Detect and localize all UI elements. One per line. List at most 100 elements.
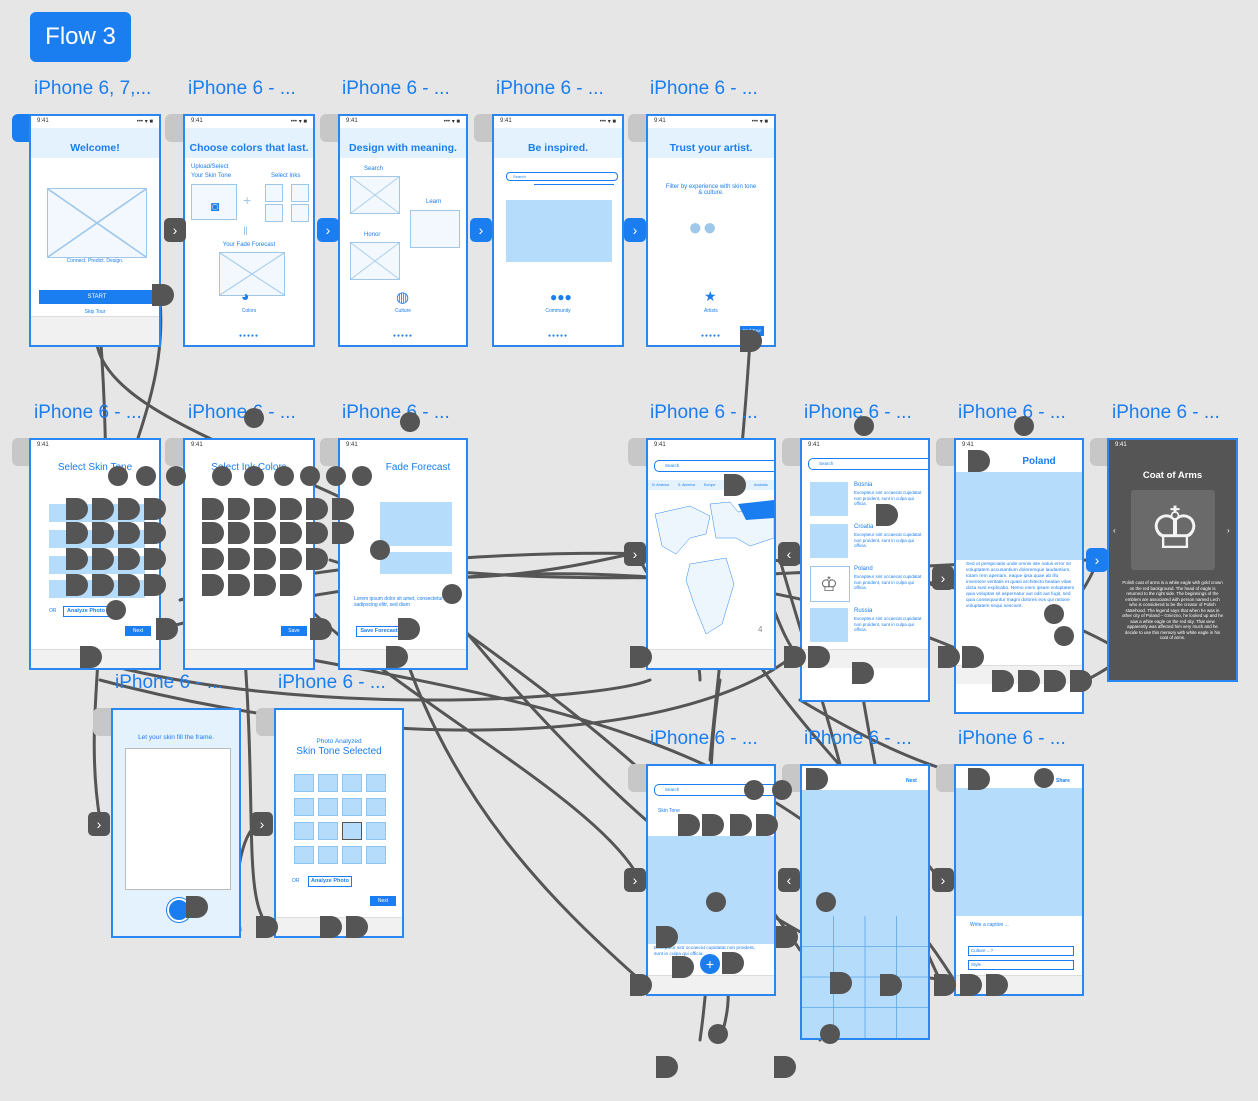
link-knob[interactable] xyxy=(706,892,726,912)
hotspot-connector[interactable] xyxy=(386,646,408,668)
screen-be-inspired[interactable]: 9:41 ••• ▾ ■ Be inspired. Search ●●● Com… xyxy=(492,114,624,347)
link-knob[interactable] xyxy=(300,466,320,486)
hotspot-connector[interactable] xyxy=(202,548,224,570)
hotspot-connector[interactable] xyxy=(630,974,652,996)
link-knob[interactable] xyxy=(820,1024,840,1044)
country-name[interactable]: Croatia xyxy=(854,524,874,530)
hotspot-connector[interactable] xyxy=(1018,670,1040,692)
next-link[interactable]: Next xyxy=(906,778,917,784)
screen-camera[interactable]: Let your skin fill the frame. xyxy=(111,708,241,938)
hotspot-connector[interactable] xyxy=(186,896,208,918)
skin-cell-selected[interactable] xyxy=(342,822,362,840)
flow-arrow-icon[interactable]: › xyxy=(251,812,273,836)
hotspot-connector[interactable] xyxy=(808,646,830,668)
link-knob[interactable] xyxy=(744,780,764,800)
skin-cell[interactable] xyxy=(342,774,362,792)
link-knob[interactable] xyxy=(352,466,372,486)
hotspot-connector[interactable] xyxy=(938,646,960,668)
search-input[interactable]: Search xyxy=(808,458,928,470)
hotspot-connector[interactable] xyxy=(92,574,114,596)
start-button[interactable]: START xyxy=(39,290,155,304)
flow-arrow-icon[interactable]: › xyxy=(470,218,492,242)
hotspot-connector[interactable] xyxy=(880,974,902,996)
artboard-tab[interactable] xyxy=(256,708,274,736)
skin-cell[interactable] xyxy=(318,798,338,816)
link-knob[interactable] xyxy=(166,466,186,486)
flow-arrow-icon[interactable]: › xyxy=(624,218,646,242)
hotspot-connector[interactable] xyxy=(152,284,174,306)
link-knob[interactable] xyxy=(772,780,792,800)
photo-grid[interactable] xyxy=(802,916,928,1038)
screen-poland[interactable]: 9:41 Poland Sed ut perspiciatis unde omn… xyxy=(954,438,1084,714)
link-knob[interactable] xyxy=(442,584,462,604)
hotspot-connector[interactable] xyxy=(332,522,354,544)
link-knob[interactable] xyxy=(274,466,294,486)
artboard-label[interactable]: iPhone 6, 7,... xyxy=(34,78,152,99)
skin-cell[interactable] xyxy=(294,774,314,792)
artboard-label[interactable]: iPhone 6 - ... xyxy=(804,728,912,749)
hotspot-connector[interactable] xyxy=(830,972,852,994)
hotspot-connector[interactable] xyxy=(1044,670,1066,692)
flow-arrow-icon[interactable]: ‹ xyxy=(778,868,800,892)
hotspot-connector[interactable] xyxy=(202,498,224,520)
hotspot-connector[interactable] xyxy=(776,926,798,948)
screen-welcome[interactable]: 9:41 ••• ▾ ■ Welcome! Connect. Predict. … xyxy=(29,114,161,347)
skin-cell[interactable] xyxy=(294,822,314,840)
artboard-label[interactable]: iPhone 6 - ... xyxy=(278,672,386,693)
hotspot-connector[interactable] xyxy=(66,522,88,544)
link-knob[interactable] xyxy=(136,466,156,486)
hotspot-connector[interactable] xyxy=(118,574,140,596)
skin-slider[interactable] xyxy=(534,184,614,185)
link-knob[interactable] xyxy=(370,540,390,560)
link-knob[interactable] xyxy=(1054,626,1074,646)
skin-cell[interactable] xyxy=(366,822,386,840)
skin-cell[interactable] xyxy=(294,798,314,816)
hotspot-connector[interactable] xyxy=(254,574,276,596)
link-knob[interactable] xyxy=(1034,768,1054,788)
hotspot-connector[interactable] xyxy=(968,768,990,790)
artboard-label[interactable]: iPhone 6 - ... xyxy=(958,728,1066,749)
flow-arrow-icon[interactable]: › xyxy=(317,218,339,242)
search-input[interactable]: Search xyxy=(654,460,774,472)
hotspot-connector[interactable] xyxy=(656,926,678,948)
screen-photo-analyzed[interactable]: Photo Analyzed Skin Tone Selected OR Ana… xyxy=(274,708,404,938)
skin-cell[interactable] xyxy=(366,798,386,816)
artboard-tab[interactable] xyxy=(628,764,646,792)
search-input[interactable]: Search xyxy=(506,172,618,181)
artboard-label[interactable]: iPhone 6 - ... xyxy=(115,672,223,693)
artboard-tab[interactable] xyxy=(12,438,30,466)
artboard-tab[interactable] xyxy=(936,438,954,466)
hotspot-connector[interactable] xyxy=(144,498,166,520)
link-knob[interactable] xyxy=(816,892,836,912)
hotspot-connector[interactable] xyxy=(280,522,302,544)
hotspot-connector[interactable] xyxy=(280,498,302,520)
artboard-label[interactable]: iPhone 6 - ... xyxy=(342,78,450,99)
artboard-label[interactable]: iPhone 6 - ... xyxy=(650,78,758,99)
hotspot-connector[interactable] xyxy=(992,670,1014,692)
link-knob[interactable] xyxy=(400,412,420,432)
link-knob[interactable] xyxy=(854,416,874,436)
analyze-photo-button[interactable]: Analyze Photo xyxy=(308,876,352,887)
screen-world-map[interactable]: 9:41 Search N. America S. America Europe… xyxy=(646,438,776,670)
hotspot-connector[interactable] xyxy=(280,548,302,570)
hotspot-connector[interactable] xyxy=(92,548,114,570)
artboard-tab[interactable] xyxy=(628,114,646,142)
link-knob[interactable] xyxy=(108,466,128,486)
country-thumb[interactable] xyxy=(810,608,848,642)
screen-choose-colors[interactable]: 9:41 ••• ▾ ■ Choose colors that last. Up… xyxy=(183,114,315,347)
artboard-label[interactable]: iPhone 6 - ... xyxy=(958,402,1066,423)
hotspot-connector[interactable] xyxy=(228,522,250,544)
artboard-label[interactable]: iPhone 6 - ... xyxy=(804,402,912,423)
skin-cell[interactable] xyxy=(318,822,338,840)
skin-cell[interactable] xyxy=(366,774,386,792)
prev-arrow-icon[interactable]: ‹ xyxy=(1113,526,1116,535)
culture-select[interactable]: Culture ...? xyxy=(968,946,1074,956)
hotspot-connector[interactable] xyxy=(256,916,278,938)
link-knob[interactable] xyxy=(708,1024,728,1044)
region-tab[interactable]: N. America xyxy=(652,483,670,487)
ink-swatch[interactable] xyxy=(265,204,283,222)
flow-arrow-icon[interactable]: ‹ xyxy=(778,542,800,566)
hotspot-connector[interactable] xyxy=(228,548,250,570)
country-thumb[interactable] xyxy=(810,482,848,516)
link-knob[interactable] xyxy=(1014,416,1034,436)
